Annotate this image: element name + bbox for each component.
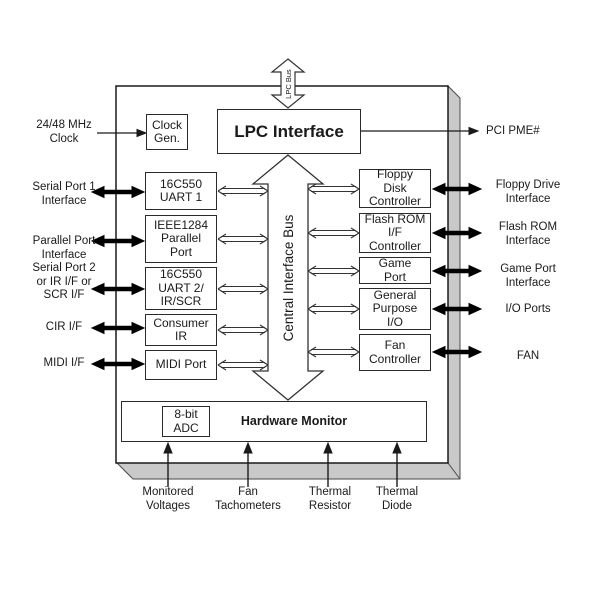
thermal-resistor-arrow: [323, 441, 333, 487]
external-arrows-left: [90, 185, 146, 371]
thermal-diode-arrow: [392, 441, 402, 487]
parallel-arrow: [90, 234, 146, 248]
monitored-voltages-arrow: [163, 441, 173, 487]
thermal-resistor-label: Thermal Resistor: [308, 486, 352, 512]
central-bus-label: Central Interface Bus: [280, 214, 296, 342]
fan-arrow: [431, 345, 483, 359]
cir-label: CIR I/F: [45, 321, 83, 333]
bus-connector: [307, 303, 360, 315]
parallel-port-label: Parallel Port Interface: [32, 235, 96, 261]
thermal-diode-label: Thermal Diode: [375, 486, 419, 512]
fan-controller-block: Fan Controller: [359, 334, 431, 371]
hardware-monitor-block: Hardware Monitor 8-bit ADC: [121, 401, 427, 442]
bus-connector: [307, 346, 360, 358]
adc-block: 8-bit ADC: [162, 406, 210, 437]
thin-arrows: [97, 126, 480, 487]
clock-input-arrow: [97, 128, 148, 138]
game-port-arrow: [431, 264, 483, 278]
floppy-arrow: [431, 182, 483, 196]
midi-label: MIDI I/F: [43, 357, 85, 369]
io-ports-label: I/O Ports: [505, 303, 551, 315]
cir-arrow: [90, 321, 146, 335]
bus-connector: [307, 227, 360, 239]
parallel-port-block: IEEE1284 Parallel Port: [145, 215, 217, 263]
bus-connector: [307, 265, 360, 277]
uart2-block: 16C550 UART 2/ IR/SCR: [145, 267, 217, 310]
serial-port1-label: Serial Port 1 Interface: [32, 181, 96, 207]
flash-rom-arrow: [431, 226, 483, 240]
bus-connector: [217, 324, 269, 336]
bus-connector: [217, 283, 269, 295]
bus-connectors-right: [307, 183, 360, 358]
lpc-bus-label: LPC Bus: [283, 69, 293, 99]
bus-connector: [217, 185, 269, 197]
hardware-monitor-label: Hardware Monitor: [240, 413, 348, 428]
bus-connector: [217, 233, 269, 245]
lpc-interface-block: LPC Interface: [217, 109, 361, 154]
pci-pme-label: PCI PME#: [486, 125, 540, 137]
fan-tachometers-label: Fan Tachometers: [215, 486, 281, 512]
floppy-controller-block: Floppy Disk Controller: [359, 168, 431, 208]
fan-label: FAN: [516, 350, 540, 362]
serial-port2-label: Serial Port 2 or IR I/F or SCR I/F: [32, 262, 96, 301]
flash-rom-block: Flash ROM I/F Controller: [359, 212, 431, 253]
serial2-arrow: [90, 282, 146, 296]
clock-input-label: 24/48 MHz Clock: [36, 119, 92, 145]
bus-connectors-left: [217, 185, 269, 371]
game-port-label: Game Port Interface: [500, 263, 556, 289]
clock-gen-block: Clock Gen.: [146, 114, 188, 150]
bus-connector: [307, 183, 360, 195]
pci-pme-arrow: [361, 126, 480, 136]
gpio-block: General Purpose I/O: [359, 288, 431, 330]
uart1-block: 16C550 UART 1: [145, 172, 217, 210]
serial1-arrow: [90, 185, 146, 199]
central-bus-arrow: [251, 154, 325, 401]
bus-connector: [217, 359, 269, 371]
io-ports-arrow: [431, 302, 483, 316]
midi-arrow: [90, 357, 146, 371]
fan-tachometers-arrow: [243, 441, 253, 487]
external-arrows-right: [431, 182, 483, 359]
lpc-bus-arrow: [270, 58, 306, 109]
midi-port-block: MIDI Port: [145, 350, 217, 380]
game-port-block: Game Port: [359, 256, 431, 284]
consumer-ir-block: Consumer IR: [145, 314, 217, 346]
flash-rom-label: Flash ROM Interface: [498, 221, 558, 247]
floppy-drive-label: Floppy Drive Interface: [495, 179, 561, 205]
monitored-voltages-label: Monitored Voltages: [142, 486, 194, 512]
